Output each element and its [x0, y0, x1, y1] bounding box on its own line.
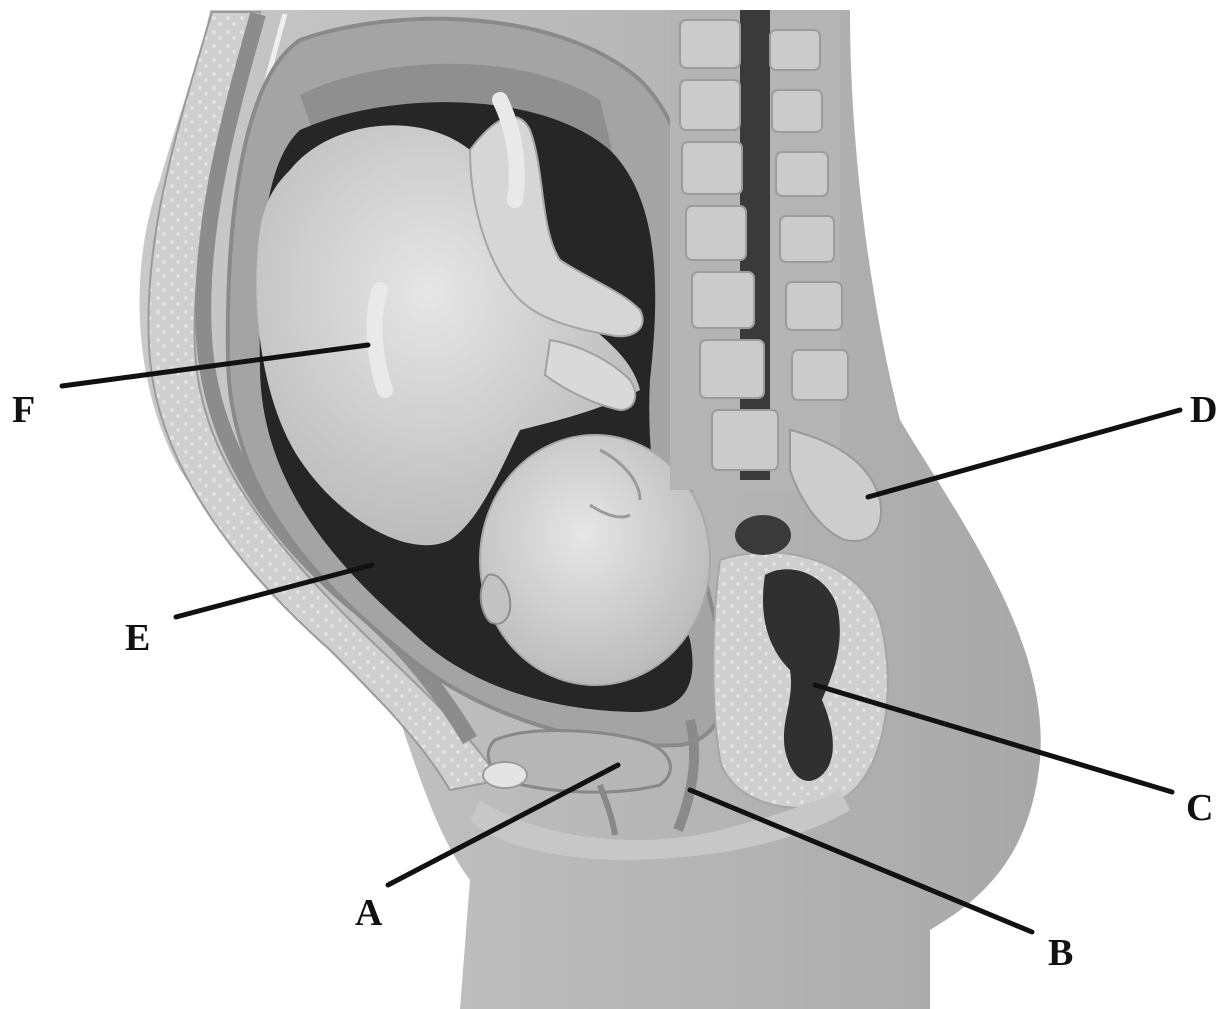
pubic-bone	[483, 762, 527, 788]
label-c: C	[1186, 787, 1213, 829]
vertebral-column	[670, 10, 848, 490]
sigmoid-colon	[735, 515, 791, 555]
label-b: B	[1048, 932, 1073, 974]
label-e: E	[125, 617, 150, 659]
label-f: F	[12, 389, 35, 431]
label-d: D	[1190, 389, 1217, 431]
label-a: A	[355, 892, 383, 934]
